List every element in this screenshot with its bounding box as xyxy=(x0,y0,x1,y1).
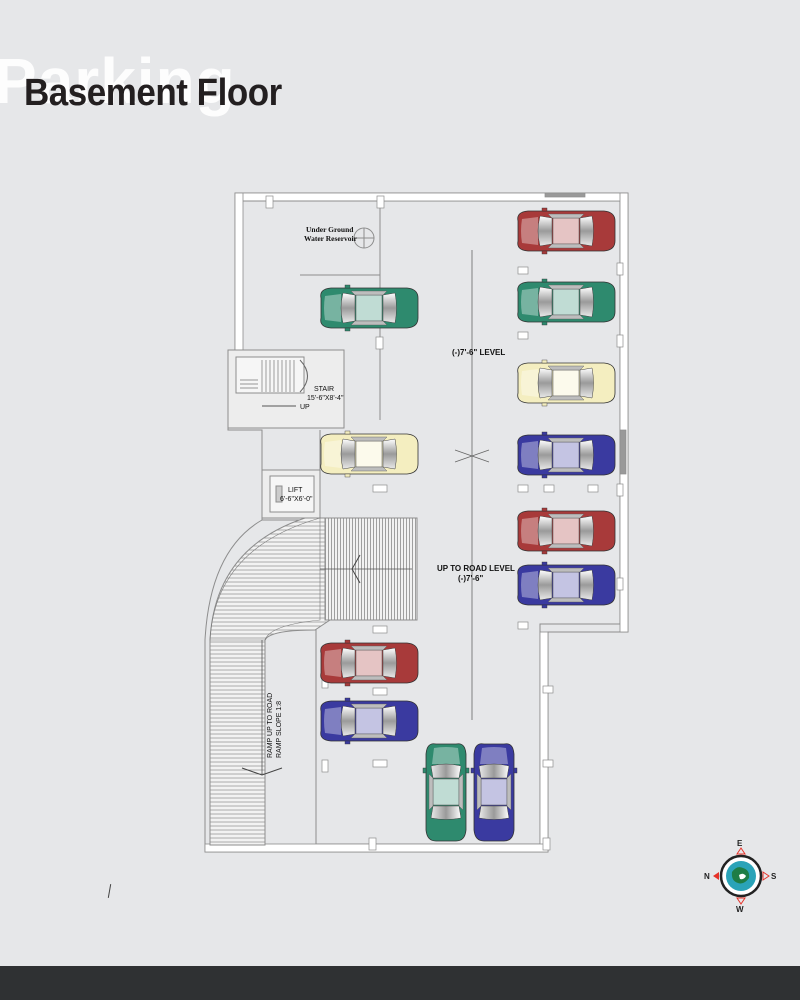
parked-cars xyxy=(320,207,616,842)
lift-label: LIFT xyxy=(288,487,303,494)
lift-size: 6'-6"X6'-0" xyxy=(280,496,313,503)
car-3 xyxy=(517,207,616,255)
lift xyxy=(261,469,321,519)
car-8 xyxy=(517,561,616,609)
car-1 xyxy=(320,284,419,332)
column-markers xyxy=(265,192,627,851)
reservoir-label-2: Water Reservoir xyxy=(304,234,358,243)
wall-fill xyxy=(204,192,629,853)
compass-west: W xyxy=(736,905,744,914)
car-12 xyxy=(470,743,518,842)
car-2 xyxy=(517,278,616,326)
car-11 xyxy=(422,743,470,842)
compass-south: S xyxy=(771,872,777,881)
ramp xyxy=(209,517,418,846)
car-5 xyxy=(517,359,616,407)
car-7 xyxy=(517,507,616,555)
compass-north: N xyxy=(704,872,710,881)
page-title: Basement Floor xyxy=(24,72,282,114)
road-level-label-1: UP TO ROAD LEVEL xyxy=(437,564,515,573)
car-9 xyxy=(320,639,419,687)
reservoir-label-1: Under Ground xyxy=(306,225,354,234)
stair xyxy=(227,349,345,521)
compass xyxy=(713,847,770,905)
level-label: (-)7'-6" LEVEL xyxy=(452,348,505,357)
stair-size: 15'-6"X8'-4" xyxy=(307,395,344,402)
road-level-label-2: (-)7'-6" xyxy=(458,574,483,583)
center-aisle xyxy=(454,250,490,720)
ramp-label-2: RAMP SLOPE 1:8 xyxy=(276,701,283,758)
car-6 xyxy=(517,431,616,479)
compass-east: E xyxy=(737,839,743,848)
car-4 xyxy=(320,430,419,478)
watermark-parking: Parking xyxy=(0,45,236,117)
stair-label: STAIR xyxy=(314,386,334,393)
ramp-label-1: RAMP UP TO ROAD xyxy=(267,693,274,758)
car-10 xyxy=(320,697,419,745)
footer-bar xyxy=(0,966,800,1000)
stair-up-label: UP xyxy=(300,404,310,411)
